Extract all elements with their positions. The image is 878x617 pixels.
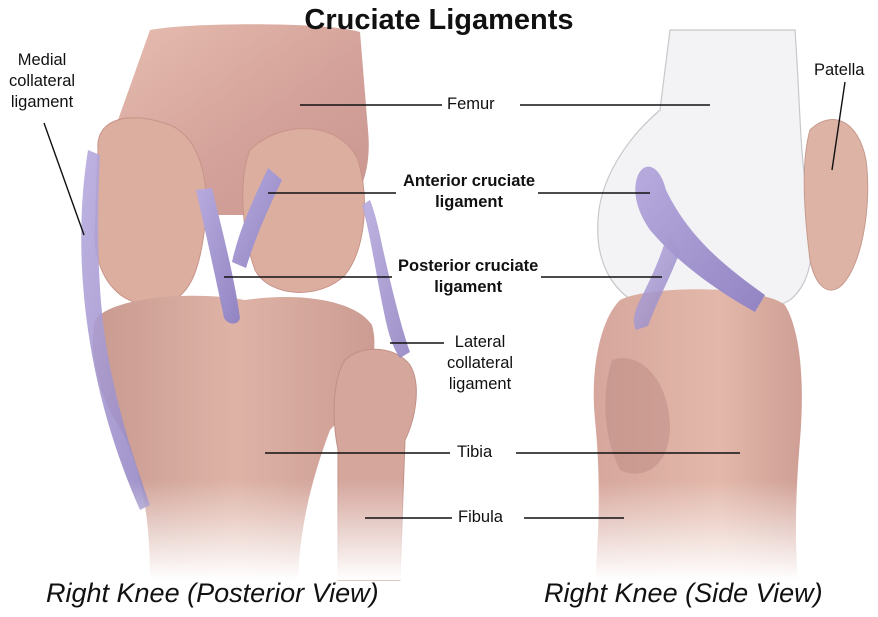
anterior-cruciate-label-line2: ligament xyxy=(403,192,535,213)
medial-condyle xyxy=(95,118,206,306)
posterior-cruciate-label: Posterior cruciate ligament xyxy=(395,256,541,298)
leader-line-medial-collateral xyxy=(44,123,84,235)
patella-label: Patella xyxy=(811,60,867,81)
medial-collateral-label-line2: collateral xyxy=(9,71,75,92)
tibia-label: Tibia xyxy=(454,442,495,463)
lateral-collateral-label-line1: Lateral xyxy=(447,332,513,353)
medial-collateral-label-line1: Medial xyxy=(9,50,75,71)
lateral-collateral-label-line3: ligament xyxy=(447,374,513,395)
posterior-view-illustration xyxy=(80,24,440,580)
femur-label: Femur xyxy=(444,94,498,115)
medial-collateral-label-line3: ligament xyxy=(9,92,75,113)
caption-side-view: Right Knee (Side View) xyxy=(544,578,823,609)
posterior-cruciate-label-line1: Posterior cruciate xyxy=(398,256,538,277)
side-view-illustration xyxy=(580,30,868,580)
anterior-cruciate-label-line1: Anterior cruciate xyxy=(403,171,535,192)
anterior-cruciate-label: Anterior cruciate ligament xyxy=(400,171,538,213)
fibula-label: Fibula xyxy=(455,507,506,528)
lateral-collateral-label: Lateral collateral ligament xyxy=(444,332,516,395)
medial-collateral-label: Medial collateral ligament xyxy=(6,50,78,113)
lateral-collateral-label-line2: collateral xyxy=(447,353,513,374)
posterior-cruciate-label-line2: ligament xyxy=(398,277,538,298)
diagram-title: Cruciate Ligaments xyxy=(0,4,878,37)
caption-posterior-view: Right Knee (Posterior View) xyxy=(46,578,379,609)
